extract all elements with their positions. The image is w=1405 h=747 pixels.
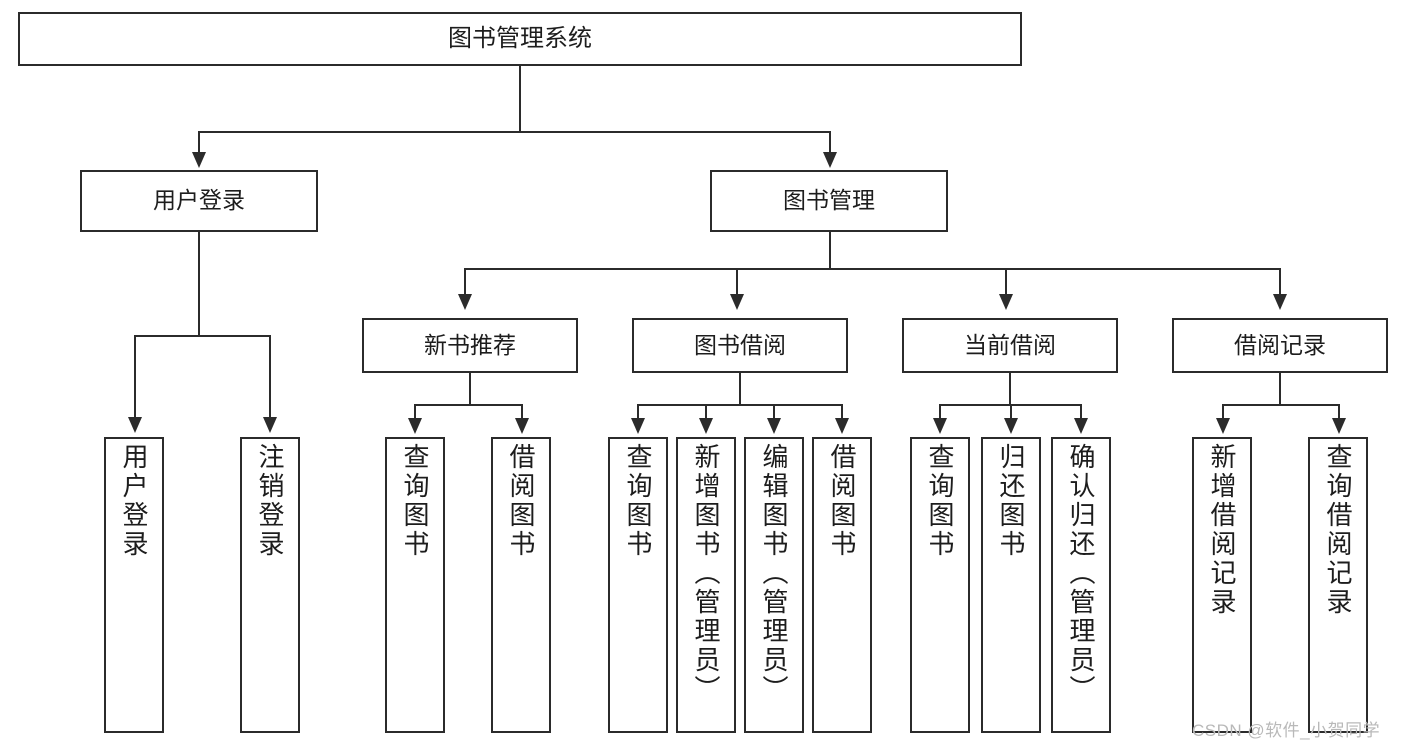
leaf-query-record-label: 查询借阅记录 (1323, 443, 1353, 617)
leaf-add-book[interactable]: 新增图书（管理员） (676, 437, 736, 733)
arrowhead-bm-to-new-book (458, 294, 472, 310)
arrowhead-current-borrow-leaf-1 (933, 418, 947, 434)
leaf-edit-book-label: 编辑图书（管理员） (759, 443, 789, 704)
node-current-borrow-label: 当前借阅 (964, 331, 1056, 358)
node-borrow-record[interactable]: 借阅记录 (1172, 318, 1388, 373)
connector-user-login-stem (198, 232, 200, 336)
node-book-borrow-label: 图书借阅 (694, 331, 786, 358)
arrowhead-current-borrow-leaf-3 (1074, 418, 1088, 434)
leaf-user-login-label: 用户登录 (119, 443, 149, 559)
connector-borrow-record-bus (1222, 404, 1339, 406)
node-new-book-recommend[interactable]: 新书推荐 (362, 318, 578, 373)
leaf-user-login[interactable]: 用户登录 (104, 437, 164, 733)
leaf-return-book[interactable]: 归还图书 (981, 437, 1041, 733)
connector-root-bus (198, 131, 831, 133)
leaf-query-book-1[interactable]: 查询图书 (385, 437, 445, 733)
connector-root-to-book-management (829, 131, 831, 156)
arrowhead-user-login-leaf-1 (128, 417, 142, 433)
connector-new-book-drop-2 (521, 404, 523, 420)
arrowhead-book-borrow-leaf-1 (631, 418, 645, 434)
connector-bm-to-book-borrow (736, 268, 738, 296)
arrowhead-bm-to-borrow-record (1273, 294, 1287, 310)
connector-root-stem (519, 66, 521, 132)
node-user-login[interactable]: 用户登录 (80, 170, 318, 232)
leaf-query-book-1-label: 查询图书 (400, 443, 430, 559)
leaf-confirm-return-label: 确认归还（管理员） (1066, 443, 1096, 704)
connector-current-borrow-drop-3 (1080, 404, 1082, 420)
arrowhead-borrow-record-leaf-2 (1332, 418, 1346, 434)
leaf-edit-book[interactable]: 编辑图书（管理员） (744, 437, 804, 733)
arrowhead-root-to-user-login (192, 152, 206, 168)
connector-root-to-user-login (198, 131, 200, 156)
connector-borrow-record-stem (1279, 373, 1281, 405)
node-book-management-label: 图书管理 (783, 187, 875, 214)
node-book-borrow[interactable]: 图书借阅 (632, 318, 848, 373)
connector-borrow-record-drop-2 (1338, 404, 1340, 420)
leaf-borrow-book-1-label: 借阅图书 (506, 443, 536, 559)
leaf-confirm-return[interactable]: 确认归还（管理员） (1051, 437, 1111, 733)
leaf-query-book-2-label: 查询图书 (623, 443, 653, 559)
connector-user-login-drop-1 (134, 335, 136, 419)
connector-book-borrow-drop-2 (705, 404, 707, 420)
arrowhead-bm-to-current-borrow (999, 294, 1013, 310)
arrowhead-current-borrow-leaf-2 (1004, 418, 1018, 434)
connector-book-borrow-stem (739, 373, 741, 405)
node-current-borrow[interactable]: 当前借阅 (902, 318, 1118, 373)
connector-current-borrow-drop-2 (1010, 404, 1012, 420)
leaf-add-record-label: 新增借阅记录 (1207, 443, 1237, 617)
node-user-login-label: 用户登录 (153, 187, 245, 214)
connector-new-book-bus (414, 404, 522, 406)
connector-current-borrow-drop-1 (939, 404, 941, 420)
leaf-add-book-label: 新增图书（管理员） (691, 443, 721, 704)
node-root-label: 图书管理系统 (448, 24, 592, 52)
arrowhead-user-login-leaf-2 (263, 417, 277, 433)
node-book-management[interactable]: 图书管理 (710, 170, 948, 232)
arrowhead-book-borrow-leaf-4 (835, 418, 849, 434)
leaf-borrow-book-2-label: 借阅图书 (827, 443, 857, 559)
connector-borrow-record-drop-1 (1222, 404, 1224, 420)
node-new-book-recommend-label: 新书推荐 (424, 331, 516, 358)
leaf-add-record[interactable]: 新增借阅记录 (1192, 437, 1252, 733)
arrowhead-borrow-record-leaf-1 (1216, 418, 1230, 434)
connector-bm-to-borrow-record (1279, 268, 1281, 296)
connector-book-borrow-drop-3 (773, 404, 775, 420)
connector-book-borrow-drop-4 (841, 404, 843, 420)
leaf-user-logout[interactable]: 注销登录 (240, 437, 300, 733)
connector-bm-to-new-book (464, 268, 466, 296)
leaf-user-logout-label: 注销登录 (255, 443, 285, 559)
arrowhead-root-to-book-management (823, 152, 837, 168)
leaf-borrow-book-1[interactable]: 借阅图书 (491, 437, 551, 733)
leaf-query-book-3[interactable]: 查询图书 (910, 437, 970, 733)
connector-current-borrow-stem (1009, 373, 1011, 405)
arrowhead-book-borrow-leaf-2 (699, 418, 713, 434)
connector-bm-to-current-borrow (1005, 268, 1007, 296)
arrowhead-new-book-leaf-2 (515, 418, 529, 434)
arrowhead-book-borrow-leaf-3 (767, 418, 781, 434)
leaf-borrow-book-2[interactable]: 借阅图书 (812, 437, 872, 733)
node-root[interactable]: 图书管理系统 (18, 12, 1022, 66)
watermark: CSDN @软件_小贺同学 (1192, 721, 1381, 740)
connector-book-borrow-bus (637, 404, 843, 406)
connector-book-borrow-drop-1 (637, 404, 639, 420)
connector-user-login-drop-2 (269, 335, 271, 419)
connector-new-book-drop-1 (414, 404, 416, 420)
leaf-query-book-2[interactable]: 查询图书 (608, 437, 668, 733)
connector-book-management-stem (829, 232, 831, 269)
node-borrow-record-label: 借阅记录 (1234, 331, 1326, 358)
connector-book-management-bus (464, 268, 1281, 270)
leaf-return-book-label: 归还图书 (996, 443, 1026, 559)
arrowhead-new-book-leaf-1 (408, 418, 422, 434)
leaf-query-book-3-label: 查询图书 (925, 443, 955, 559)
leaf-query-record[interactable]: 查询借阅记录 (1308, 437, 1368, 733)
arrowhead-bm-to-book-borrow (730, 294, 744, 310)
connector-new-book-stem (469, 373, 471, 405)
connector-user-login-bus (134, 335, 269, 337)
